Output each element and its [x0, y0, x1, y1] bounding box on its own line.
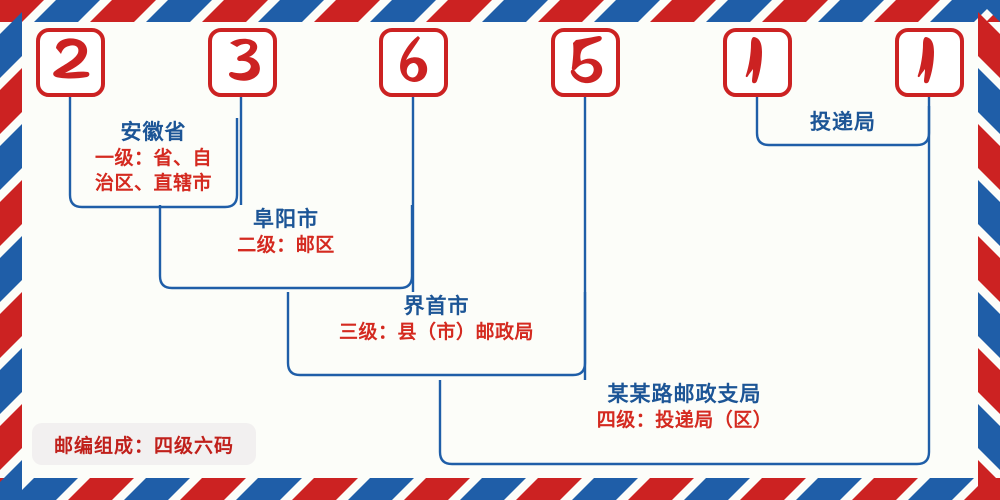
airmail-border-right: [978, 0, 1000, 500]
card-level-1-subtitle-line1: 一级：省、自: [94, 148, 212, 169]
card-level-4: 某某路邮政支局 四级：投递局（区）: [440, 375, 929, 464]
digit-box-2[interactable]: [208, 28, 277, 97]
digit-box-3[interactable]: [379, 28, 448, 97]
digit-glyph-4: [564, 34, 608, 91]
card-level-2-subtitle: 二级：邮区: [237, 235, 335, 256]
airmail-border-top: [0, 0, 1000, 22]
card-delivery-office: 投递局: [757, 103, 929, 145]
card-level-4-subtitle: 四级：投递局（区）: [596, 410, 773, 431]
digit-box-4[interactable]: [551, 28, 620, 97]
digit-glyph-2: [221, 34, 265, 91]
digit-glyph-5: [736, 34, 780, 91]
card-level-1-title: 安徽省: [120, 121, 187, 144]
digit-box-6[interactable]: [895, 28, 964, 97]
postcode-composition-label: 邮编组成：四级六码: [53, 435, 234, 457]
airmail-border-left: [0, 0, 22, 500]
digit-glyph-6: [908, 34, 952, 91]
digit-box-1[interactable]: [36, 28, 105, 97]
digit-glyph-1: [49, 34, 93, 91]
card-level-3-title: 界首市: [403, 295, 470, 318]
card-delivery-office-title: 投递局: [810, 111, 876, 134]
card-level-3-subtitle: 三级：县（市）邮政局: [338, 322, 534, 343]
card-level-2-title: 阜阳市: [253, 208, 319, 231]
card-level-2: 阜阳市 二级：邮区: [160, 200, 412, 288]
postcode-composition-badge: 邮编组成：四级六码: [32, 423, 256, 465]
card-level-1: 安徽省 一级：省、自 治区、直辖市: [70, 113, 237, 207]
digit-glyph-3: [392, 34, 436, 91]
airmail-border-bottom: [0, 478, 1000, 500]
card-level-3: 界首市 三级：县（市）邮政局: [288, 287, 585, 375]
card-level-4-title: 某某路邮政支局: [607, 383, 762, 406]
digit-box-5[interactable]: [723, 28, 792, 97]
card-level-1-subtitle-line2: 治区、直辖市: [94, 173, 212, 194]
